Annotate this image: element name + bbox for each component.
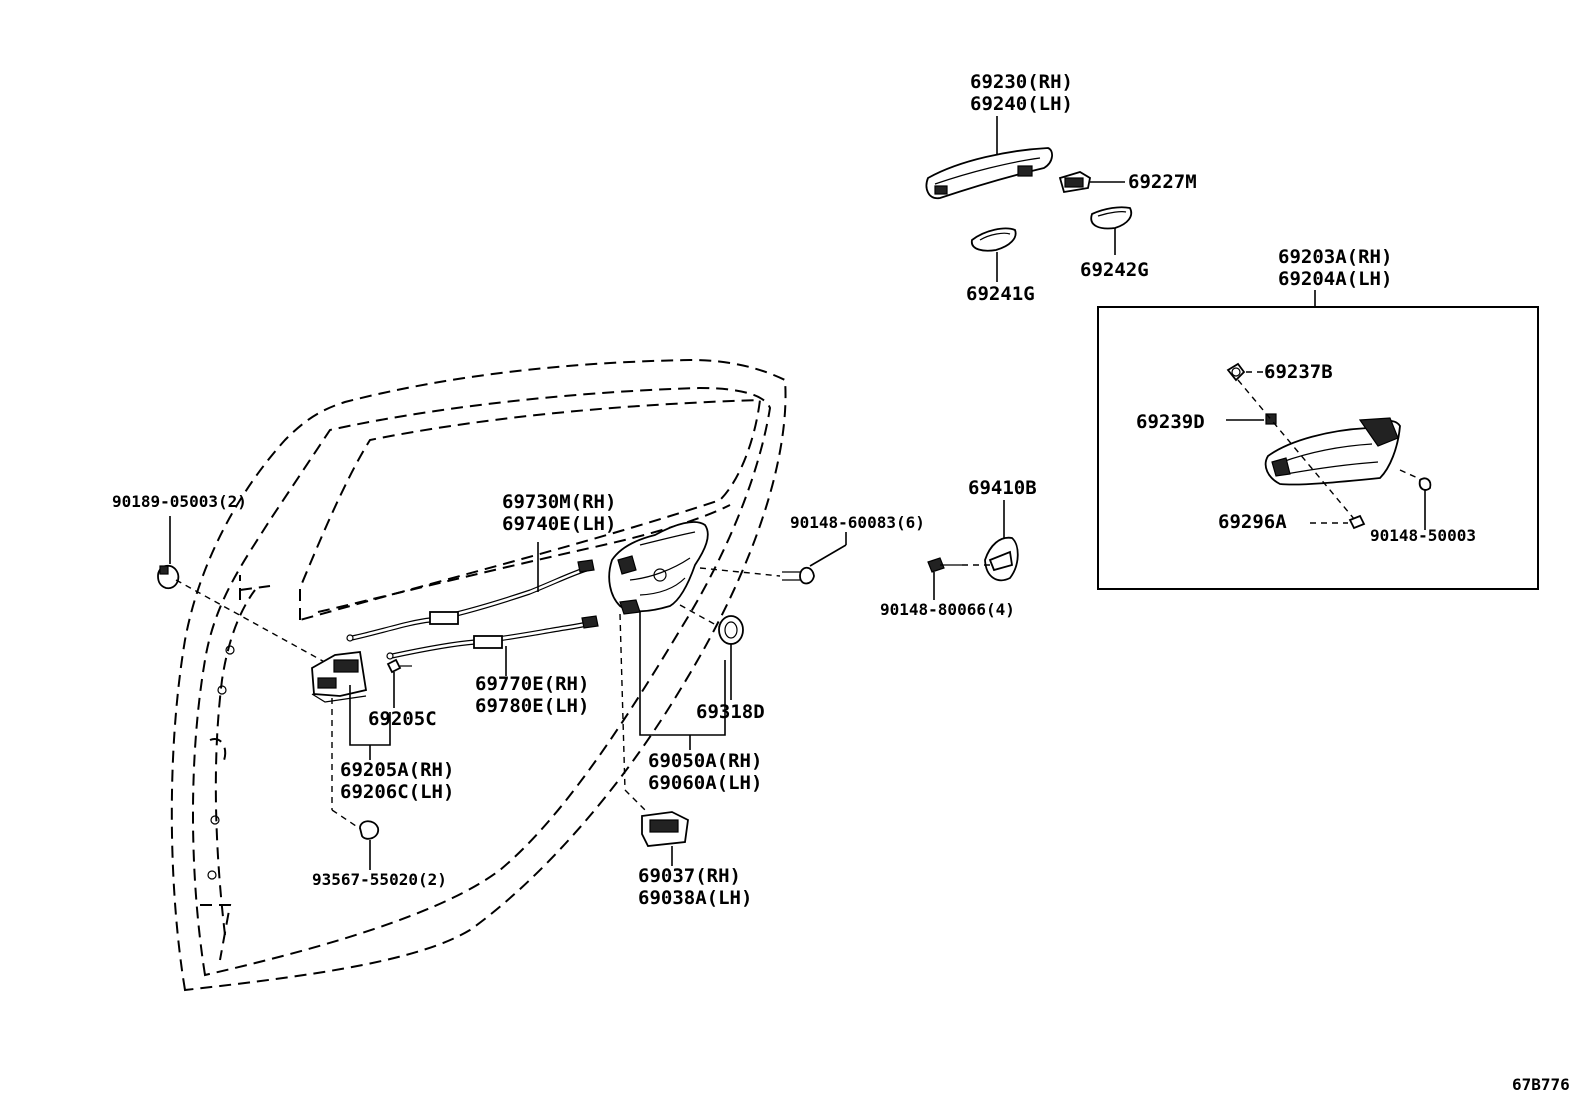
- diagram-code: 67B776: [1512, 1075, 1570, 1094]
- label-inner-handle-lh: 69206C(LH): [340, 781, 454, 803]
- label-striker: 69410B: [968, 477, 1037, 499]
- label-frame-nut: 69239D: [1136, 411, 1205, 433]
- cables: [346, 542, 599, 676]
- outer-handle-part: [925, 147, 1053, 200]
- label-cable-upper-lh: 69740E(LH): [502, 513, 616, 535]
- label-lock-cover-lh: 69038A(LH): [638, 887, 752, 909]
- labels: 69230(RH) 69240(LH) 69227M 69241G 69242G…: [112, 71, 1570, 1094]
- label-cable-upper-rh: 69730M(RH): [502, 491, 616, 513]
- lock-screw-part: [782, 532, 847, 585]
- label-door-lock-rh: 69050A(RH): [648, 750, 762, 772]
- lock-cover-part: [619, 613, 689, 866]
- pad-rear-part: [1090, 206, 1133, 230]
- frame-assy-box: [1097, 290, 1539, 590]
- grommet-part: [718, 615, 744, 700]
- label-inner-handle-screw-bottom: 93567-55020(2): [312, 870, 447, 889]
- handle-cap-part: [1058, 171, 1092, 194]
- label-striker-screw: 90148-80066(4): [880, 600, 1015, 619]
- pad-front-part: [971, 227, 1017, 252]
- label-frame-assy-rh: 69203A(RH): [1278, 246, 1392, 268]
- label-inner-handle-rh: 69205A(RH): [340, 759, 454, 781]
- label-door-lock-lh: 69060A(LH): [648, 772, 762, 794]
- label-pad-front: 69241G: [966, 283, 1035, 305]
- inner-handle-part: [311, 651, 412, 870]
- label-lock-screw: 90148-60083(6): [790, 513, 925, 532]
- label-inner-handle-screw: 69205C: [368, 708, 437, 730]
- label-outer-handle-lh: 69240(LH): [970, 93, 1073, 115]
- door-lock-part: [608, 521, 781, 750]
- striker-part: [927, 500, 1019, 600]
- label-frame-bolt: 90148-50003: [1370, 526, 1476, 545]
- label-lock-cover-rh: 69037(RH): [638, 865, 741, 887]
- label-cable-lower-lh: 69780E(LH): [475, 695, 589, 717]
- label-handle-cap: 69227M: [1128, 171, 1197, 193]
- label-cable-lower-rh: 69770E(RH): [475, 673, 589, 695]
- label-frame-clip: 69237B: [1264, 361, 1333, 383]
- label-grommet: 69318D: [696, 701, 765, 723]
- label-frame-assy-lh: 69204A(LH): [1278, 268, 1392, 290]
- door-outline: [170, 358, 787, 992]
- label-frame-screw: 69296A: [1218, 511, 1287, 533]
- label-left-clip: 90189-05003(2): [112, 492, 247, 511]
- label-pad-rear: 69242G: [1080, 259, 1149, 281]
- left-clip-part: [157, 516, 331, 666]
- label-outer-handle-rh: 69230(RH): [970, 71, 1073, 93]
